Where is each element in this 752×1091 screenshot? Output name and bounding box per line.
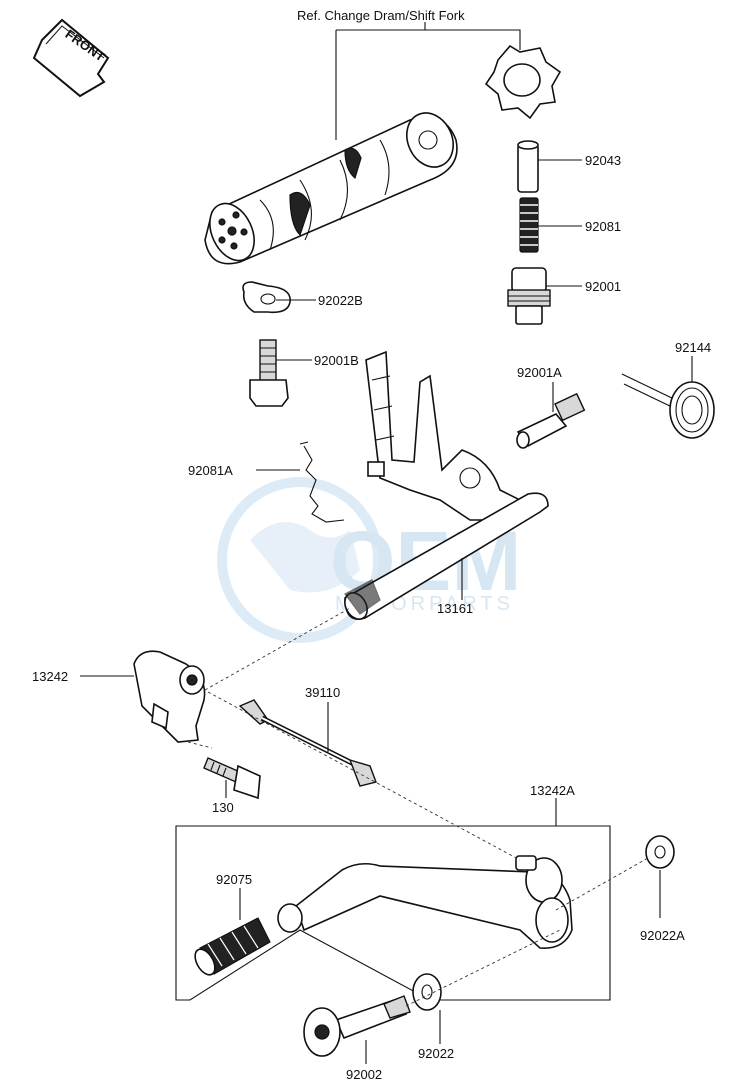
spring-92081 [519, 197, 539, 253]
label-13242A: 13242A [530, 783, 575, 798]
label-92001: 92001 [585, 279, 621, 294]
front-arrow-badge: FRONT [32, 18, 110, 98]
pin-92043 [517, 140, 539, 193]
shift-pedal-13242A [277, 855, 573, 949]
assembly-13242A-frame [175, 825, 611, 1001]
label-92144: 92144 [675, 340, 711, 355]
drum-star-plate [484, 44, 562, 120]
label-92022: 92022 [418, 1046, 454, 1061]
shift-shaft-13161 [344, 492, 549, 620]
leader-lines [80, 159, 693, 1064]
washer-92022B [242, 281, 291, 314]
spring-92081A [299, 441, 345, 523]
washer-92022A [645, 835, 675, 869]
shift-lever-clamp-13242 [133, 650, 206, 743]
washer-92022 [412, 973, 442, 1011]
label-92002: 92002 [346, 1067, 382, 1082]
label-92001B: 92001B [314, 353, 359, 368]
reference-bracket [335, 22, 521, 140]
rubber-92075 [194, 917, 271, 976]
part-labels: 92043 92081 92001 92022B 92001B 92001A 9… [32, 153, 711, 1082]
label-92022B: 92022B [318, 293, 363, 308]
bolt-92001A [516, 392, 586, 449]
spring-92144 [621, 373, 715, 439]
label-92081A: 92081A [188, 463, 233, 478]
bolt-130 [203, 757, 261, 800]
tie-rod-39110 [238, 699, 377, 787]
label-13161: 13161 [437, 601, 473, 616]
label-92075: 92075 [216, 872, 252, 887]
label-130: 130 [212, 800, 234, 815]
bolt-92002 [303, 995, 411, 1057]
label-92001A: 92001A [517, 365, 562, 380]
label-13242: 13242 [32, 669, 68, 684]
reference-note: Ref. Change Dram/Shift Fork [297, 8, 465, 23]
plug-92001 [507, 267, 551, 325]
watermark-continent-shape [250, 522, 360, 593]
bolt-92001B [249, 339, 289, 407]
label-92043: 92043 [585, 153, 621, 168]
watermark-globe-icon [217, 477, 383, 643]
label-92022A: 92022A [640, 928, 685, 943]
label-92081: 92081 [585, 219, 621, 234]
shift-fork-lever [365, 350, 521, 521]
change-drum [204, 112, 458, 265]
label-39110: 39110 [305, 685, 340, 700]
